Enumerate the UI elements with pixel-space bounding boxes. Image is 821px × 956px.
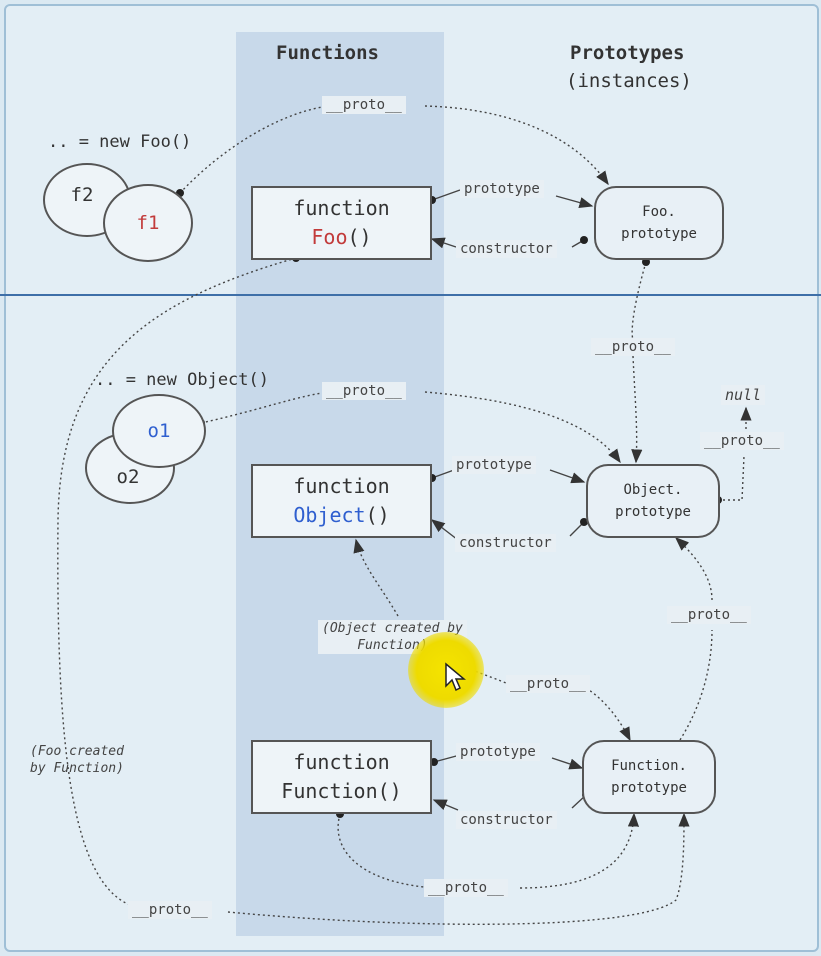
function-foo-box: function Foo() xyxy=(251,186,432,260)
foo-created-note: (Foo created by Function) xyxy=(30,743,124,777)
proto-label-object: __proto__ xyxy=(506,675,590,693)
function-prototype-box: Function. prototype xyxy=(582,740,716,814)
prototype-label-object: prototype xyxy=(452,456,536,474)
instance-o1: o1 xyxy=(112,394,206,468)
function-object-box: function Object() xyxy=(251,464,432,538)
proto-label-functionproto: __proto__ xyxy=(667,606,751,624)
null-label: null xyxy=(721,385,766,405)
arrow-f1-proto xyxy=(179,105,608,193)
arrow-object-created xyxy=(353,538,399,617)
object-prototype-line2: prototype xyxy=(615,504,691,520)
object-parens: () xyxy=(365,503,390,527)
arrow-function-prototype xyxy=(433,755,582,768)
function-name: Function() xyxy=(281,779,402,803)
mouse-cursor-icon xyxy=(445,662,466,692)
header-prototypes: Prototypes xyxy=(570,42,685,64)
f2-label: f2 xyxy=(70,184,94,206)
arrow-fooproto-proto xyxy=(632,261,646,462)
arrow-object-proto xyxy=(447,659,630,740)
arrow-function-constructor xyxy=(434,795,587,810)
object-created-line1: (Object created by xyxy=(322,621,463,636)
f1-label: f1 xyxy=(136,212,160,234)
object-signature: Object() xyxy=(253,501,430,530)
arrow-foo-prototype xyxy=(431,189,592,206)
constructor-label-foo: constructor xyxy=(456,240,557,258)
arrow-foo-proto-long xyxy=(57,257,684,925)
function-prototype-line1: Function. xyxy=(611,758,687,774)
arrow-o1-proto xyxy=(200,391,620,462)
divider-line xyxy=(0,294,821,296)
o1-label: o1 xyxy=(147,420,171,442)
foo-parens: () xyxy=(347,225,372,249)
header-functions: Functions xyxy=(276,42,379,64)
object-prototype-box: Object. prototype xyxy=(586,464,720,538)
object-prototype-line1: Object. xyxy=(623,482,683,498)
foo-prototype-line1: Foo. xyxy=(642,204,676,220)
foo-signature: Foo() xyxy=(253,223,430,252)
object-keyword: function xyxy=(293,474,390,498)
foo-created-line2: by Function) xyxy=(30,761,124,776)
proto-label-objectproto: __proto__ xyxy=(700,432,784,450)
proto-label-function: __proto__ xyxy=(424,879,508,897)
arrow-function-proto xyxy=(337,814,634,889)
prototype-label-foo: prototype xyxy=(460,180,544,198)
proto-label-o1: __proto__ xyxy=(322,382,406,400)
object-name: Object xyxy=(293,503,366,527)
arrow-functionproto-proto xyxy=(676,538,713,741)
constructor-label-function: constructor xyxy=(456,811,557,829)
foo-prototype-box: Foo. prototype xyxy=(594,186,724,260)
constructor-label-object: constructor xyxy=(455,534,556,552)
proto-label-foo-long: __proto__ xyxy=(128,901,212,919)
foo-name: Foo xyxy=(311,225,348,249)
object-created-line2: Function) xyxy=(357,638,428,653)
function-prototype-line2: prototype xyxy=(611,780,687,796)
foo-keyword: function xyxy=(293,196,390,220)
new-foo-code: .. = new Foo() xyxy=(48,132,192,152)
new-object-code: .. = new Object() xyxy=(95,370,269,390)
instance-f1: f1 xyxy=(103,184,193,262)
foo-prototype-line2: prototype xyxy=(621,226,697,242)
foo-created-line1: (Foo created xyxy=(30,744,124,759)
function-keyword: function xyxy=(293,750,390,774)
proto-label-f1: __proto__ xyxy=(322,96,406,114)
arrow-objectproto-null xyxy=(718,408,746,501)
o2-label: o2 xyxy=(116,466,140,488)
proto-label-fooproto: __proto__ xyxy=(591,338,675,356)
header-instances: (instances) xyxy=(566,70,692,92)
function-function-box: function Function() xyxy=(251,740,432,814)
prototype-label-function: prototype xyxy=(456,743,540,761)
